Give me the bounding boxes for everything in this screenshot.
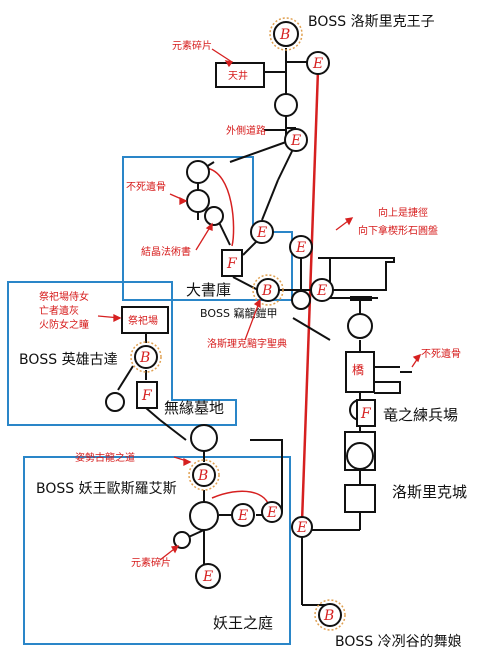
bonfire-letter-3: F: [360, 406, 372, 422]
label-shrine-keeper: 祭祀場侍女: [39, 290, 89, 303]
label-element-shard-bottom: 元素碎片: [131, 556, 171, 569]
region-upper-archives: [122, 156, 293, 301]
area-lothric-castle: 洛斯里克城: [392, 483, 467, 501]
boss-prince-letter: B: [279, 27, 290, 43]
region-untended-graves: [7, 281, 237, 426]
node-demon-b: [173, 531, 191, 549]
elevator-node-2: [284, 128, 308, 152]
boss-valley-node: [318, 603, 342, 627]
arrow-element-shard-top: [211, 48, 233, 63]
bridge-box: [345, 351, 375, 393]
boss-hero-node-ring: [130, 341, 162, 373]
node-graves: [190, 424, 218, 452]
region-demon-garden: [23, 456, 291, 645]
elevator-letter-9: E: [202, 569, 213, 585]
elevator-letter-6: E: [237, 508, 248, 524]
label-bridge: 橋: [352, 363, 364, 377]
boss-valley-label: BOSS 冷冽谷的舞娘: [335, 634, 462, 650]
boss-demon-node: [192, 463, 216, 487]
elevator-node-3: [250, 220, 274, 244]
elevator-letter-8: E: [296, 520, 307, 536]
boss-hero-letter: B: [139, 350, 150, 366]
node-demon-a: [189, 501, 219, 531]
castle-box: [344, 484, 376, 513]
label-undying-bones: 不死遺骨: [126, 180, 166, 193]
elevator-node-4: [289, 235, 313, 259]
elevator-node-7: [261, 501, 283, 523]
shrine-box: [121, 306, 169, 334]
label-outer-wall: 外側道路: [226, 124, 266, 137]
elevator-letter-7: E: [266, 505, 277, 521]
elevator-letter-2: E: [290, 133, 301, 149]
boss-prince-node: [273, 21, 299, 47]
boss-valley-letter: B: [323, 608, 334, 624]
arrow-scripture: [244, 299, 261, 341]
area-demon-garden: 妖王之庭: [213, 614, 273, 632]
label-fire-keeper: 火防女之瞳: [39, 318, 89, 331]
elevator-node-1: [306, 51, 330, 75]
label-posture-lost-path: 姿勢古龍之道: [75, 451, 135, 464]
label-lothric-scripture: 洛斯理克黯字聖典: [207, 337, 287, 350]
label-shrine: 祭祀場: [128, 314, 158, 327]
node-right-d: [346, 442, 374, 470]
area-dragon-barracks: 竜之練兵場: [383, 406, 458, 424]
elevator-node-8: [291, 516, 313, 538]
node-arch-a: [186, 160, 210, 184]
label-heaven: 天井: [228, 69, 248, 82]
boss-valley-node-ring: [314, 599, 346, 631]
node-right-b: [347, 313, 373, 339]
area-untended-graves: 無緣墓地: [164, 399, 224, 417]
bonfire-letter-2: F: [141, 388, 153, 404]
elevator-letter-4: E: [295, 240, 306, 256]
node-arch-b: [186, 189, 210, 213]
boss-armor-letter: B: [261, 283, 272, 299]
boss-hero-node: [134, 345, 158, 369]
elevator-node-9: [195, 563, 221, 589]
boss-demon-letter: B: [197, 468, 208, 484]
node-arch-c: [204, 206, 224, 226]
label-crystal-tome: 結晶法術書: [141, 245, 191, 258]
label-undying-bones-right: 不死遺骨: [421, 347, 461, 360]
heaven-box: [215, 62, 265, 88]
elevator-letter-1: E: [312, 56, 323, 72]
label-element-shard-top: 元素碎片: [172, 39, 212, 52]
node-top-a: [274, 93, 298, 117]
boss-hero-label: BOSS 英雄古達: [19, 351, 118, 368]
node-right-a: [291, 290, 311, 310]
boss-dragon-armor-label: BOSS 竊龍鎧甲: [200, 306, 277, 320]
boss-demon-node-ring: [188, 459, 220, 491]
bonfire-box-3: [356, 399, 376, 427]
boss-armor-node: [256, 278, 280, 302]
elevator-node-6: [231, 503, 255, 527]
bonfire-letter-1: F: [226, 256, 238, 272]
elevator-node-5: [310, 278, 334, 302]
boss-nodes: [130, 17, 346, 631]
label-ascend-shortcut: 向上是捷徑: [378, 206, 428, 219]
elevator-letter-3: E: [256, 225, 267, 241]
boss-armor-node-ring: [252, 274, 284, 306]
area-grand-archives: 大書庫: [186, 281, 231, 299]
label-descend-stone: 向下拿楔形石圓盤: [358, 224, 438, 237]
dragon-armor-bar: [350, 296, 372, 301]
boss-demon-label: BOSS 妖王歐斯羅艾斯: [36, 481, 177, 497]
elevator-letter-5: E: [316, 283, 327, 299]
node-hero-left: [105, 392, 125, 412]
label-dead-ash: 亡者遺灰: [39, 304, 79, 317]
bonfire-box-1: [221, 249, 243, 277]
boss-prince-node-ring: [269, 17, 303, 51]
bonfire-box-2: [136, 381, 158, 409]
boss-prince-label: BOSS 洛斯里克王子: [308, 14, 435, 30]
